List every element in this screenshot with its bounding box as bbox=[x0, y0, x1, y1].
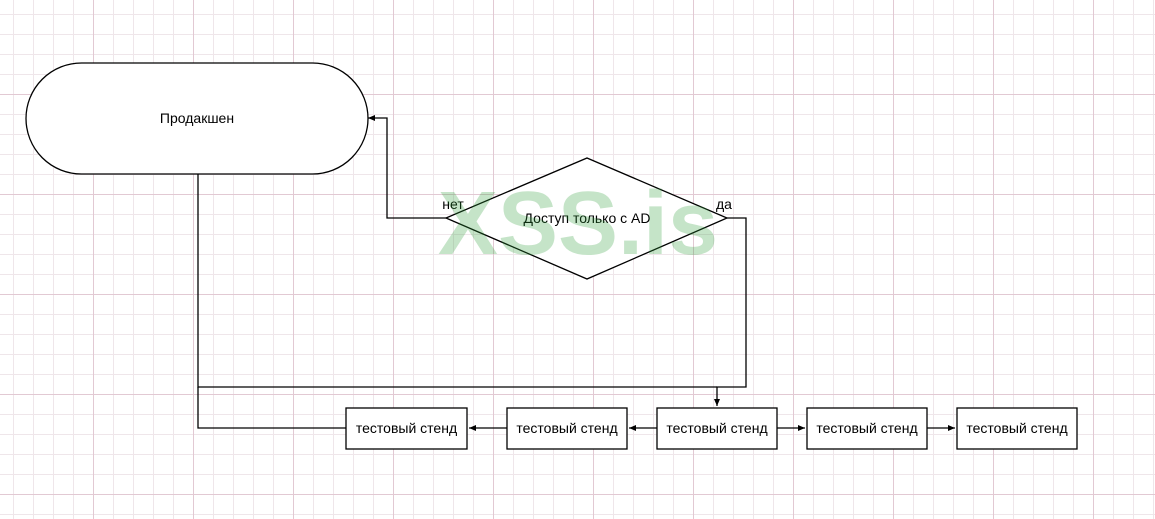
connectors bbox=[197, 115, 955, 431]
stand-label: тестовый стенд bbox=[666, 420, 767, 436]
stand-label: тестовый стенд bbox=[816, 420, 917, 436]
stand-node-2[interactable]: тестовый стенд bbox=[506, 407, 628, 450]
stand-label: тестовый стенд bbox=[966, 420, 1067, 436]
production-label: Продакшен bbox=[160, 110, 234, 126]
edge-label-no: нет bbox=[442, 196, 464, 212]
stand-label: тестовый стенд bbox=[516, 420, 617, 436]
decision-label: Доступ только с AD bbox=[524, 210, 651, 226]
production-node[interactable]: Продакшен bbox=[25, 62, 369, 175]
stand-node-5[interactable]: тестовый стенд bbox=[956, 407, 1078, 450]
edge-stand-chain-left[interactable] bbox=[197, 387, 346, 429]
edge-label-yes: да bbox=[716, 196, 732, 212]
stand-node-3[interactable]: тестовый стенд bbox=[656, 407, 778, 450]
edge-yes-to-stand[interactable] bbox=[714, 217, 747, 406]
stand-node-4[interactable]: тестовый стенд bbox=[806, 407, 928, 450]
watermark-logo: XSS.is bbox=[438, 174, 718, 274]
decision-node[interactable]: Доступ только с AD bbox=[444, 157, 729, 280]
edge-no-to-production[interactable] bbox=[368, 115, 446, 219]
stand-label: тестовый стенд bbox=[356, 420, 457, 436]
stand-node-1[interactable]: тестовый стенд bbox=[345, 407, 468, 450]
